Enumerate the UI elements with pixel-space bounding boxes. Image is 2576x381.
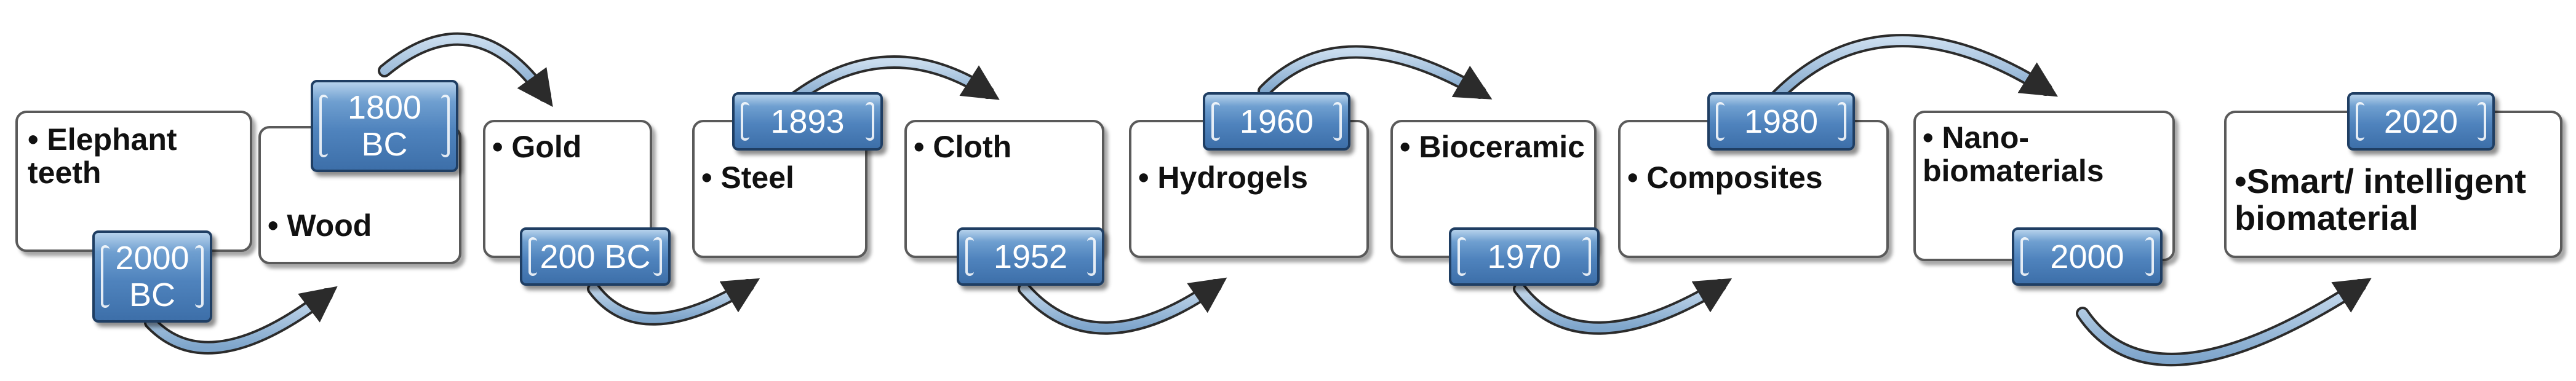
year-badge-2020: 2020 <box>2347 92 2495 151</box>
material-label: • Gold <box>492 130 582 164</box>
year-badge-1980: 1980 <box>1707 92 1855 151</box>
material-label: • Steel <box>701 160 794 195</box>
material-label: • Hydrogels <box>1138 160 1308 195</box>
year-label: 1800 BC <box>347 89 422 163</box>
material-label: • Composites <box>1627 160 1823 195</box>
year-label: 2000 <box>2050 238 2124 275</box>
material-label: • Bioceramic <box>1400 130 1585 164</box>
arrow-body-3 <box>1260 47 1493 100</box>
arrow-body-7 <box>1020 277 1227 332</box>
year-badge-1952: 1952 <box>957 227 1104 286</box>
arrow-body-8 <box>1515 278 1733 332</box>
material-label: • Wood <box>268 208 372 243</box>
year-label: 1893 <box>770 103 845 140</box>
material-label: •Smart/ intelligent biomaterial <box>2235 162 2526 237</box>
arrow-body-4 <box>1771 36 2058 103</box>
year-badge-2000-bc: 2000 BC <box>92 230 212 323</box>
year-badge-1893: 1893 <box>732 92 883 151</box>
year-label: 1952 <box>993 238 1068 275</box>
arrow-body-2 <box>786 58 1000 106</box>
arrow-body-6 <box>589 278 760 323</box>
arrow-body-9 <box>2078 278 2372 364</box>
year-label: 1980 <box>1744 103 1819 140</box>
year-badge-200-bc: 200 BC <box>520 227 671 286</box>
arrow-body-5 <box>146 286 338 352</box>
arrow-bodies <box>146 34 2372 364</box>
material-label: • Cloth <box>914 130 1012 164</box>
material-label: • Elephant teeth <box>28 122 177 190</box>
year-label: 2020 <box>2383 103 2458 140</box>
year-badge-1960: 1960 <box>1203 92 1350 151</box>
arrow-body-1 <box>380 34 553 108</box>
year-label: 200 BC <box>540 238 651 275</box>
year-badge-1800-bc: 1800 BC <box>311 80 458 172</box>
year-badge-2000: 2000 <box>2012 227 2163 286</box>
year-label: 1960 <box>1239 103 1314 140</box>
material-label: • Nano- biomaterials <box>1923 120 2104 188</box>
year-badge-1970: 1970 <box>1449 227 1600 286</box>
year-label: 1970 <box>1487 238 1561 275</box>
year-label: 2000 BC <box>115 240 189 313</box>
